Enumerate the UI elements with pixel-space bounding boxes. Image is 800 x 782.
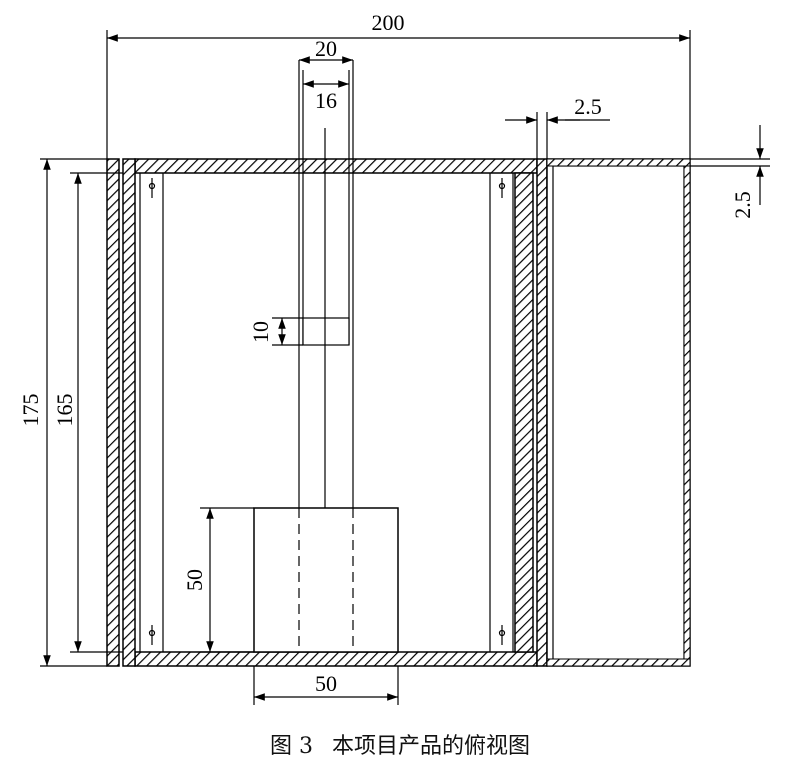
right-divider: [514, 172, 534, 653]
left-wall: [106, 158, 120, 667]
dim-wall-side: 2.5: [730, 191, 755, 219]
figure-title: 本项目产品的俯视图: [331, 734, 530, 759]
right-divider-thin: [536, 158, 548, 667]
bottom-wall: [134, 651, 538, 667]
left-inner-wall: [122, 158, 136, 667]
figure-caption: 图 3 本项目产品的俯视图: [0, 728, 800, 760]
dim-block-width: 50: [315, 671, 337, 696]
dim-outer-height: 175: [18, 394, 43, 427]
dim-overall-width: 200: [372, 10, 405, 35]
right-compartment: [546, 158, 691, 667]
dim-wall-top: 2.5: [574, 94, 602, 119]
dim-inner-height: 165: [52, 394, 77, 427]
top-wall: [134, 158, 538, 174]
main-box: [106, 158, 548, 667]
dim-slot-inner: 16: [315, 88, 337, 113]
fixture-icon: [148, 178, 506, 645]
dim-small-block: 10: [248, 321, 273, 343]
dim-block-height: 50: [182, 569, 207, 591]
bottom-block: [253, 507, 399, 653]
dimension-lines: [40, 30, 770, 705]
dim-slot-outer: 20: [315, 36, 337, 61]
figure-label: 图 3: [269, 734, 313, 759]
